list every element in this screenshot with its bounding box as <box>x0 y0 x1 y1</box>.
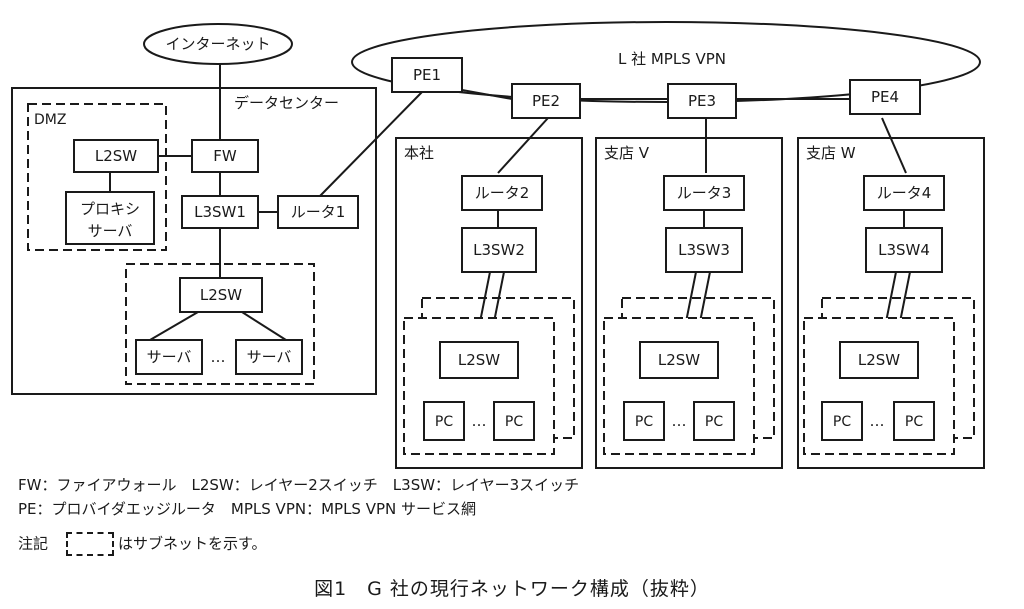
pc-ellipsis: … <box>870 412 885 430</box>
internet-label: インターネット <box>165 35 270 53</box>
pc-box-b <box>893 401 935 441</box>
mpls-vpn-cloud <box>351 21 981 103</box>
site-title: 支店 W <box>806 144 856 162</box>
pc-label-b: PC <box>505 414 523 430</box>
l3sw-label: L3SW3 <box>678 241 730 259</box>
site-frame <box>797 137 985 469</box>
l2sw-box <box>639 341 719 379</box>
l2sw-box <box>839 341 919 379</box>
datacenter-frame <box>11 87 377 395</box>
site-frame <box>395 137 583 469</box>
l2sw-dc-label: L2SW <box>200 286 242 304</box>
pc-ellipsis: … <box>672 412 687 430</box>
server-label-b: サーバ <box>247 348 292 366</box>
pe1-label: PE1 <box>413 66 441 84</box>
proxy-server-label-2: サーバ <box>88 222 133 240</box>
router1-box <box>277 195 359 229</box>
internet-cloud <box>143 23 293 65</box>
dmz-subnet <box>27 103 167 251</box>
network-diagram: インターネット L 社 MPLS VPN データセンター DMZ L2SW プロ… <box>11 21 985 469</box>
fw-label: FW <box>213 147 237 165</box>
l3sw1-box <box>181 195 259 229</box>
router-box <box>863 175 945 211</box>
proxy-server-label-1: プロキシ <box>80 200 140 218</box>
l3sw-label: L3SW4 <box>878 241 930 259</box>
l2sw-label: L2SW <box>658 351 700 369</box>
pe4-label: PE4 <box>871 88 899 106</box>
note-prefix: 注記 <box>18 534 49 553</box>
pe2-label: PE2 <box>532 92 560 110</box>
mpls-vpn-label: L 社 MPLS VPN <box>618 50 726 68</box>
router-label: ルータ3 <box>677 184 732 202</box>
site-branch-v: 支店 V ルータ3 L3SW3 L2SW PC … PC <box>595 137 783 469</box>
router1-label: ルータ1 <box>291 203 346 221</box>
server-label-a: サーバ <box>147 348 192 366</box>
site-honsha: 本社 ルータ2 L3SW2 L2SW PC … PC <box>395 137 583 469</box>
l2sw-dc-box <box>179 277 263 313</box>
legend-note: 注記 はサブネットを示す。 <box>18 532 267 556</box>
router-label: ルータ2 <box>475 184 530 202</box>
subnet-sample <box>66 532 115 556</box>
pe2-box <box>511 83 581 119</box>
l3sw-label: L3SW2 <box>473 241 525 259</box>
pc-label-a: PC <box>833 414 851 430</box>
router-box <box>461 175 543 211</box>
site-branch-w: 支店 W ルータ4 L3SW4 L2SW PC … PC <box>797 137 985 469</box>
l3sw-box <box>865 227 943 273</box>
site-frame <box>595 137 783 469</box>
server-box-b <box>235 339 303 375</box>
fw-box <box>191 139 259 173</box>
l3sw1-label: L3SW1 <box>194 203 246 221</box>
pe1-box <box>391 57 463 93</box>
site-title: 本社 <box>404 144 434 162</box>
pc-label-a: PC <box>435 414 453 430</box>
l2sw-label: L2SW <box>458 351 500 369</box>
pc-label-b: PC <box>705 414 723 430</box>
site-title: 支店 V <box>604 144 650 162</box>
legend-line-2: PE：プロバイダエッジルータ MPLS VPN：MPLS VPN サービス網 <box>18 500 477 518</box>
note-suffix: はサブネットを示す。 <box>118 534 267 553</box>
pc-ellipsis: … <box>472 412 487 430</box>
l3sw-box <box>665 227 743 273</box>
datacenter-title: データセンター <box>234 94 339 112</box>
pe3-box <box>667 83 737 119</box>
l2sw-box <box>439 341 519 379</box>
pc-box-a <box>423 401 465 441</box>
legend-line-1: FW：ファイアウォール L2SW：レイヤー2スイッチ L3SW：レイヤー3スイッ… <box>18 476 580 494</box>
pc-box-b <box>493 401 535 441</box>
pe3-label: PE3 <box>688 92 716 110</box>
l3sw-box <box>461 227 537 273</box>
dmz-label: DMZ <box>34 112 66 128</box>
proxy-server-box <box>65 191 155 245</box>
router-label: ルータ4 <box>877 184 932 202</box>
pc-box-a <box>623 401 665 441</box>
pc-box-b <box>693 401 735 441</box>
router-box <box>663 175 745 211</box>
pc-box-a <box>821 401 863 441</box>
pc-label-a: PC <box>635 414 653 430</box>
figure-caption: 図1 G 社の現行ネットワーク構成（抜粋） <box>314 578 710 600</box>
l2sw-dmz-box <box>73 139 159 173</box>
pe4-box <box>849 79 921 115</box>
l2sw-label: L2SW <box>858 351 900 369</box>
pc-label-b: PC <box>905 414 923 430</box>
l2sw-dmz-label: L2SW <box>95 147 137 165</box>
server-ellipsis: … <box>211 348 226 366</box>
server-box-a <box>135 339 203 375</box>
